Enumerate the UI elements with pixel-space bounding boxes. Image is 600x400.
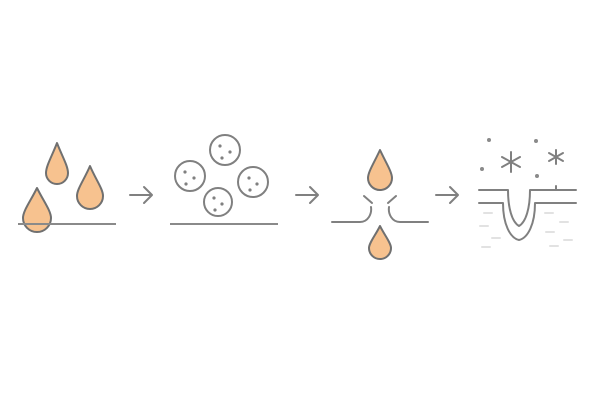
sparkle-dots bbox=[480, 138, 539, 178]
particle-cluster-icon bbox=[209, 134, 241, 166]
skin-layer-line bbox=[478, 202, 577, 241]
particle-cluster-icon bbox=[237, 166, 269, 198]
step-clogging-particles bbox=[170, 134, 278, 225]
step-pore-inflammation bbox=[478, 138, 577, 248]
pore-opening-icon bbox=[331, 206, 429, 223]
arrow-right-icon bbox=[435, 186, 459, 204]
step-pore-blocked bbox=[331, 149, 429, 260]
pressure-mark-icon bbox=[363, 195, 397, 204]
particle-dots bbox=[183, 144, 259, 212]
sparkle-icon bbox=[548, 149, 564, 165]
drop-icon bbox=[22, 187, 52, 233]
skin-surface-icon bbox=[478, 185, 577, 227]
skin-texture bbox=[479, 212, 573, 248]
drop-icon bbox=[76, 165, 104, 210]
arrow-right-icon bbox=[129, 186, 153, 204]
step-oil-droplets bbox=[18, 142, 116, 233]
particle-cluster-icon bbox=[174, 160, 206, 192]
drop-icon bbox=[367, 149, 393, 191]
arrow-right-icon bbox=[295, 186, 319, 204]
particle-cluster-icon bbox=[203, 187, 233, 217]
drop-icon bbox=[45, 142, 69, 185]
sparkle-icon bbox=[501, 151, 521, 173]
drop-icon bbox=[368, 225, 392, 260]
